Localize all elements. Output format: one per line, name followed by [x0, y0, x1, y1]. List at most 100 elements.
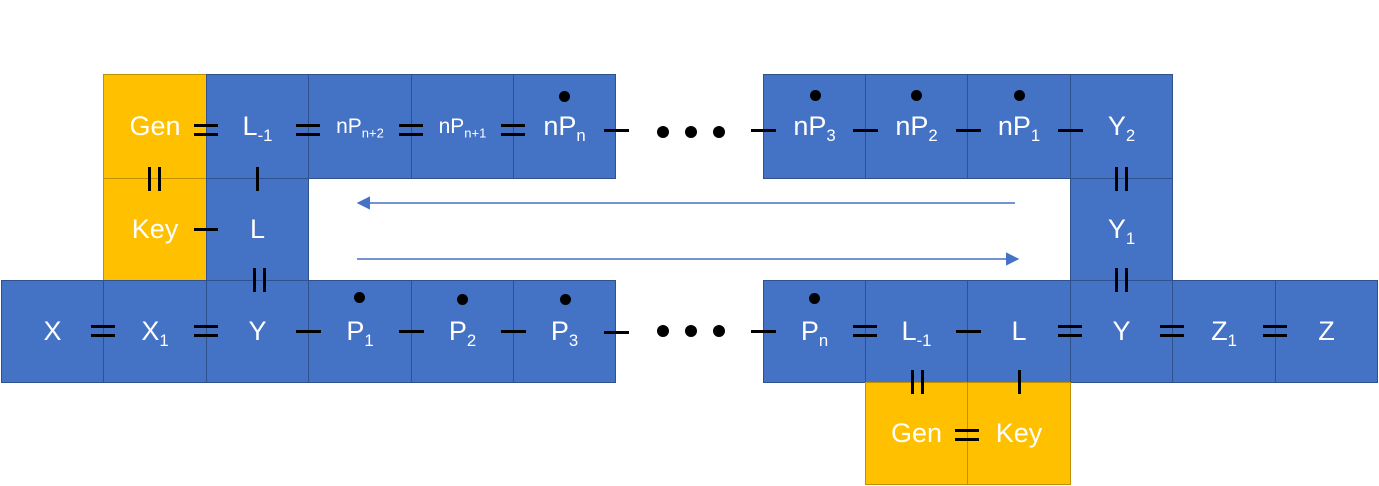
top-np-1-label: nP1: [997, 111, 1041, 145]
bottom-p2-module: P2: [411, 280, 514, 383]
single-bond: [751, 330, 776, 333]
top-np-1-module: nP1: [967, 74, 1071, 179]
bottom-l-label: L: [1011, 316, 1027, 346]
double-bond: [194, 124, 218, 127]
double-bond: [194, 133, 218, 136]
methyl-dot: [354, 292, 365, 303]
lower-key-module: Key: [967, 382, 1071, 485]
middle-l-module: L: [206, 178, 309, 281]
double-bond: [1115, 167, 1118, 191]
single-bond: [751, 129, 776, 132]
single-bond: [399, 330, 424, 333]
single-bond: [604, 129, 629, 132]
bottom-z-label: Z: [1318, 316, 1335, 346]
bottom-p1-label: P1: [346, 316, 374, 350]
top-np-n-module: nPn: [513, 74, 616, 179]
lower-gen-module: Gen: [865, 382, 968, 485]
double-bond: [1160, 325, 1184, 328]
methyl-dot: [1014, 90, 1025, 101]
top-np-n-label: nPn: [543, 111, 586, 145]
single-bond: [194, 228, 218, 231]
single-bond: [256, 167, 259, 191]
double-bond: [399, 124, 423, 127]
bottom-y-right-label: Y: [1112, 316, 1131, 346]
double-bond: [296, 133, 320, 136]
lower-gen-label: Gen: [890, 418, 943, 448]
double-bond: [1263, 325, 1287, 328]
top-np-2-module: nP2: [865, 74, 968, 179]
bottom-z1-label: Z1: [1211, 316, 1237, 350]
double-bond: [158, 167, 161, 191]
middle-key-label: Key: [131, 214, 179, 244]
top-np-n-plus-1-label: nPn+1: [438, 114, 487, 141]
ellipsis-dot: [657, 126, 669, 138]
bottom-y-label: Y: [248, 316, 267, 346]
bottom-z-module: Z: [1275, 280, 1378, 383]
single-bond: [853, 129, 878, 132]
ellipsis-dot: [713, 126, 725, 138]
methyl-dot: [809, 293, 820, 304]
middle-y1-label: Y1: [1107, 214, 1136, 248]
single-bond: [501, 330, 526, 333]
methyl-dot: [911, 90, 922, 101]
bottom-pn-module: Pn: [763, 280, 866, 383]
methyl-dot: [810, 90, 821, 101]
bottom-p2-label: P2: [448, 316, 477, 350]
single-bond: [604, 331, 629, 334]
double-bond: [501, 133, 525, 136]
top-np-n-plus-1-module: nPn+1: [411, 74, 514, 179]
bottom-l-minus-1-module: L-1: [865, 280, 968, 383]
double-bond: [253, 268, 256, 292]
single-bond: [1058, 129, 1083, 132]
double-bond: [853, 325, 877, 328]
double-bond: [921, 370, 924, 394]
lower-key-label: Key: [995, 418, 1043, 448]
bottom-z1-module: Z1: [1172, 280, 1276, 383]
top-gen-label: Gen: [129, 111, 181, 141]
bottom-x1-label: X1: [141, 316, 169, 350]
methyl-dot: [559, 91, 570, 102]
double-bond: [911, 370, 914, 394]
methyl-dot: [560, 294, 571, 305]
double-bond: [263, 268, 266, 292]
bottom-y-module: Y: [206, 280, 309, 383]
middle-key-module: Key: [103, 178, 207, 281]
bottom-p1-module: P1: [308, 280, 412, 383]
single-bond: [296, 330, 321, 333]
bottom-y-right-module: Y: [1070, 280, 1173, 383]
double-bond: [91, 325, 115, 328]
double-bond: [194, 325, 218, 328]
double-bond: [853, 334, 877, 337]
ellipsis-dot: [657, 325, 669, 337]
double-bond: [1125, 268, 1128, 292]
single-bond: [956, 330, 981, 333]
double-bond: [91, 334, 115, 337]
bottom-x1-module: X1: [103, 280, 207, 383]
bottom-l-minus-1-label: L-1: [901, 316, 932, 350]
top-y2-label: Y2: [1107, 111, 1136, 145]
ellipsis-dot: [685, 126, 697, 138]
top-gen-module: Gen: [103, 74, 207, 179]
top-np-3-module: nP3: [763, 74, 866, 179]
double-bond: [1058, 334, 1082, 337]
single-bond: [956, 129, 981, 132]
double-bond: [1058, 325, 1082, 328]
double-bond: [296, 124, 320, 127]
double-bond: [194, 334, 218, 337]
double-bond: [501, 124, 525, 127]
top-np-n-plus-2-label: nPn+2: [336, 114, 384, 141]
double-bond: [1115, 268, 1118, 292]
bottom-pn-label: Pn: [800, 316, 829, 350]
bottom-l-module: L: [967, 280, 1071, 383]
double-bond: [399, 133, 423, 136]
double-bond: [955, 438, 979, 441]
double-bond: [1160, 334, 1184, 337]
double-bond: [955, 429, 979, 432]
double-bond: [1125, 167, 1128, 191]
double-bond: [148, 167, 151, 191]
bottom-p3-label: P3: [550, 316, 579, 350]
middle-l-label: L: [249, 214, 266, 244]
ellipsis-dot: [685, 325, 697, 337]
top-y2-module: Y2: [1070, 74, 1173, 179]
